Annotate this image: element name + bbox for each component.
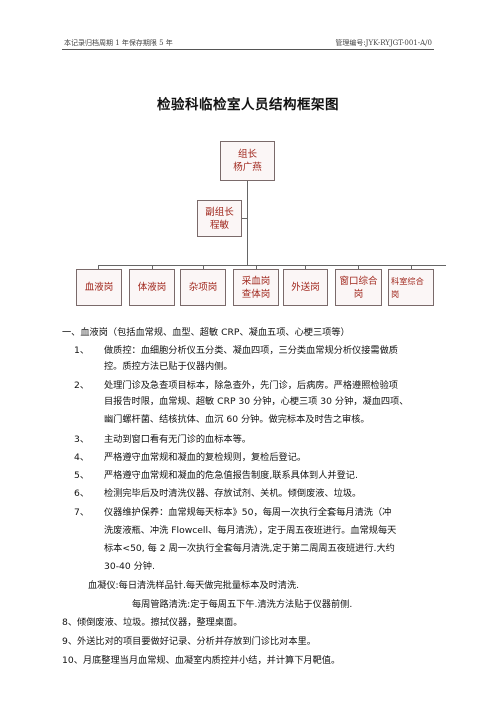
item-number: 2、 [74,380,90,391]
item-line: 控。质控方法已贴于仪器内侧。 [104,361,233,372]
node-post-outsource: 外送岗 [283,269,328,306]
item-number: 7、 [74,507,90,518]
connector-leader-down [247,181,248,265]
header-document-code: 管理编号:JYK-RYJGT-001-A/0 [335,39,432,47]
item-number: 1、 [74,345,90,356]
node-post-sampling-line2: 查体岗 [241,288,271,300]
item-8: 8、倾倒废液、垃圾。擦拭仪器，整理桌面。 [62,617,243,628]
node-post-blood: 血液岗 [76,269,122,306]
item-line: 30-40 分钟. [104,561,155,572]
node-post-blood-label: 血液岗 [84,282,114,293]
node-post-sampling: 采血岗 查体岗 [233,269,279,306]
page-title: 检验科临检室人员结构框架图 [157,97,339,113]
header-retention-note: 本记录归档周期 1 年保存期限 5 年 [64,39,173,47]
node-leader-name: 杨广燕 [233,162,262,173]
item-line: 目报告时限，血常规、超敏 CRP 30 分钟，心梗三项 30 分钟，凝血四项、 [104,396,409,407]
node-leader-role: 组长 [237,149,257,160]
connector-deputy [242,218,248,219]
coagulation-daily-note: 血凝仪:每日清洗样品针.每天做完批量标本及时清洗. [88,580,300,591]
node-post-body-fluid: 体液岗 [129,269,175,306]
node-deputy-name: 程敏 [209,219,229,231]
item-line: 标本<50, 每 2 周一次执行全套每月清洗,定于第二周周五夜班进行.大约 [104,543,395,554]
connector-post-3 [203,265,204,269]
node-post-window-line2: 岗 [353,288,364,300]
node-post-misc: 杂项岗 [180,269,226,306]
item-line: 仪器维护保养：血常规每天标本》50，每周一次执行全套每月清洗（冲 [104,507,392,518]
node-deputy-role: 副组长 [205,206,234,218]
item-line: 严格遵守血常规和凝血的危急值报告制度,联系具体到人并登记. [104,470,358,481]
node-deputy: 副组长 程敏 [197,200,242,237]
header-divider [62,49,434,50]
item-line: 主动到窗口看有无门诊的血标本等。 [104,434,251,445]
item-number: 5、 [74,470,90,481]
item-line: 洗废液瓶、冲洗 Flowcell、每月清洗），定于周五夜班进行。血常规每天 [104,525,397,536]
connector-post-6 [358,265,359,269]
connector-post-7 [411,265,412,269]
item-line: 处理门诊及急查项目标本，除急查外，先门诊，后病房。严格遵照检验项 [104,380,398,391]
connector-post-5 [305,265,306,269]
node-post-dept: 科室综合 岗 [388,269,434,306]
node-post-sampling-line1: 采血岗 [241,275,271,287]
node-post-window: 窗口综合 岗 [335,269,382,306]
item-number: 4、 [74,452,90,463]
section-title: 一、血液岗（包括血常规、血型、超敏 CRP、凝血五项、心梗三项等） [62,327,350,338]
connector-post-4 [256,265,257,269]
node-post-misc-label: 杂项岗 [188,282,218,293]
item-9: 9、外送比对的项目要做好记录、分析并存放到门诊比对本里。 [62,636,316,647]
item-10: 10、月底整理当月血常规、血凝室内质控并小结，并计算下月靶值。 [62,655,341,666]
connector-post-2 [152,265,153,269]
node-post-dept-line2: 岗 [391,288,400,299]
item-line: 幽门螺杆菌、结核抗体、血沉 60 分钟。做完标本及时告之审核。 [104,414,370,425]
item-line: 做质控：血细胞分析仪五分类、凝血四项，三分类血常规分析仪接需做质 [104,345,398,356]
org-chart: 组长 杨广燕 副组长 程敏 血液岗 体液岗 杂项岗 采血岗 查体岗 外送岗 窗口… [0,0,496,330]
node-post-window-line1: 窗口综合 [339,275,378,287]
connector-horizontal [98,265,446,266]
item-number: 6、 [74,488,90,499]
item-number: 3、 [74,434,90,445]
item-line: 严格遵守血常规和凝血的复检规则，复检后登记。 [104,452,307,463]
item-line: 检测完毕后及时清洗仪器、存放试剂、关机。倾倒废液、垃圾。 [104,488,362,499]
connector-post-1 [98,265,99,269]
node-post-body-fluid-label: 体液岗 [137,282,167,293]
node-post-outsource-label: 外送岗 [291,282,320,293]
node-leader: 组长 杨广燕 [220,141,275,181]
node-post-dept-line1: 科室综合 [391,275,424,286]
coagulation-weekly-note: 每周管路清洗:定于每周五下午.清洗方法贴于仪器前侧. [132,599,353,610]
